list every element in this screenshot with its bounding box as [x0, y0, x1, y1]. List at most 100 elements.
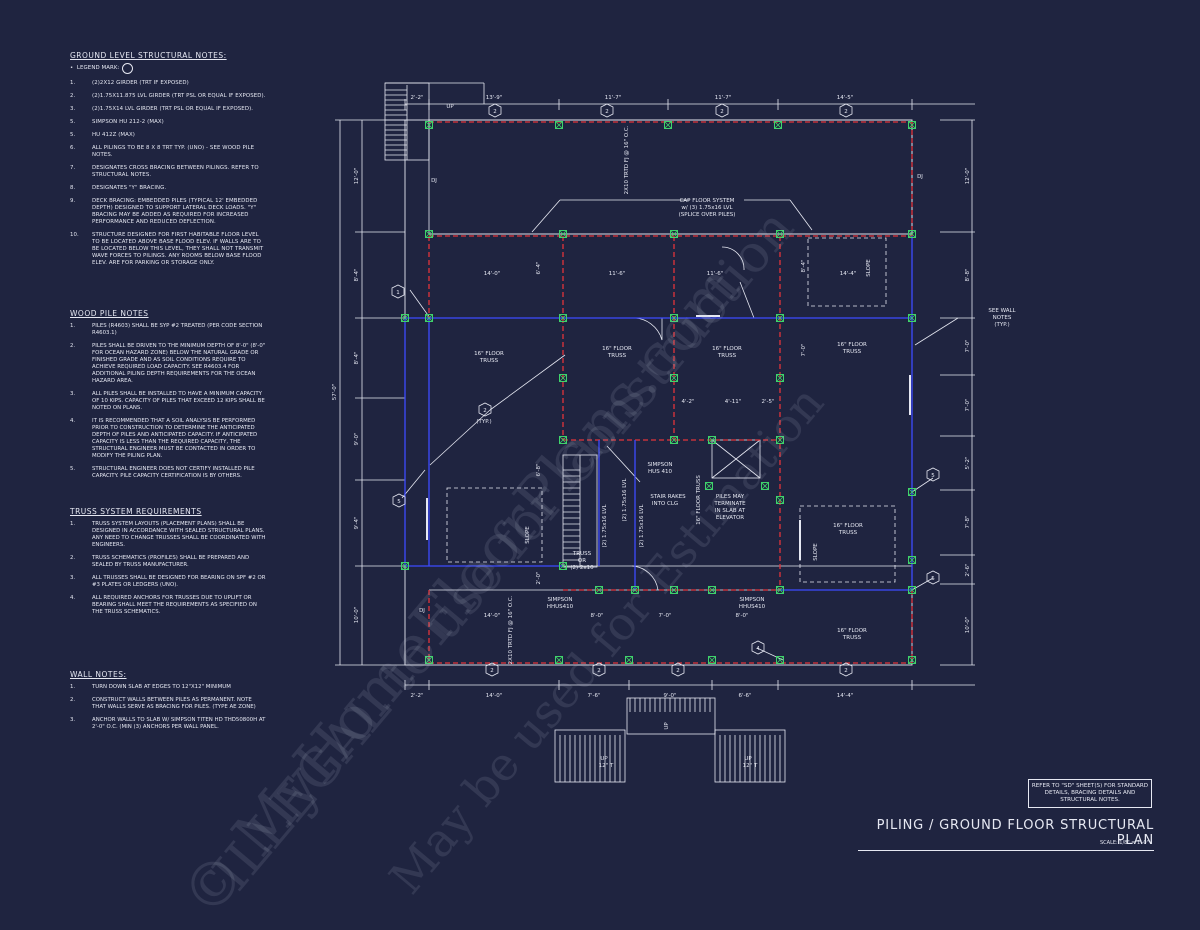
dim-left-1: 12'-0"	[354, 168, 360, 185]
plan-scale: SCALE: 1/8" = 1'-0"	[1100, 840, 1149, 846]
dim-top-4: 11'-7"	[715, 95, 732, 101]
ground-note-item-text: HU 412Z (MAX)	[92, 132, 135, 138]
legend-mark: • LEGEND MARK:	[70, 63, 267, 74]
pile-marker	[664, 121, 672, 129]
reference-note-box: REFER TO "SD" SHEET(S) FOR STANDARD DETA…	[1028, 779, 1152, 808]
dim-inner-11: 8'-0"	[735, 613, 748, 619]
wood-note-item-number: 4.	[70, 418, 76, 424]
ground-note-item-number: 10.	[70, 232, 79, 238]
tag-2f: 2	[597, 668, 601, 674]
tag-2i: 2	[483, 408, 487, 414]
simpson-hus-1: SIMPSON	[647, 462, 672, 468]
pile-marker	[776, 496, 784, 504]
dim-inner-14: 6'-4"	[536, 261, 542, 274]
dim-inner-8: 14'-0"	[484, 613, 501, 619]
tag-2d: 2	[844, 109, 848, 115]
wood-note-item-number: 3.	[70, 391, 76, 397]
wood-note-item: 4.IT IS RECOMMENDED THAT A SOIL ANALYSIS…	[62, 418, 267, 460]
wall-note-item-text: ANCHOR WALLS TO SLAB W/ SIMPSON TITEN HD…	[92, 717, 266, 730]
simpson-hhus-l-1: SIMPSON	[547, 597, 572, 603]
slope-label-b: SLOPE	[813, 543, 819, 561]
truss-notes-list: 1.TRUSS SYSTEM LAYOUTS (PLACEMENT PLANS)…	[62, 521, 267, 616]
tag-hex	[839, 103, 853, 118]
floor-truss-a: 16" FLOOR	[474, 351, 504, 357]
dim-bottom-3: 7'-6"	[587, 693, 600, 699]
dim-right-3: 7'-0"	[965, 339, 971, 352]
dim-bottom-5: 6'-6"	[738, 693, 751, 699]
pile-marker	[555, 656, 563, 664]
pile-marker	[401, 562, 409, 570]
ground-note-item-text: SIMPSON HU 212-2 (MAX)	[92, 119, 164, 125]
dim-right-8: 10'-0"	[965, 617, 971, 634]
pile-marker	[776, 436, 784, 444]
joist-label-bottom: 2X10 TRTD FJ @ 16" O.C.	[508, 595, 514, 664]
tag-2b: 2	[605, 109, 609, 115]
ground-note-item: 3.(2)1.75X14 LVL GIRDER (TRT PSL OR EQUA…	[62, 106, 267, 113]
dim-inner-2: 11'-6"	[609, 271, 626, 277]
truss-or-2: OR	[578, 558, 586, 564]
ground-level-notes: GROUND LEVEL STRUCTURAL NOTES: • LEGEND …	[62, 52, 267, 273]
dim-inner-9: 8'-0"	[590, 613, 603, 619]
piles-may-3: IN SLAB AT	[715, 508, 746, 514]
truss-note-item: 4. ALL REQUIRED ANCHORS FOR TRUSSES DUE T…	[62, 595, 267, 616]
dim-inner-6: 4'-11"	[725, 399, 742, 405]
ground-note-item-text: DECK BRACING: EMBEDDED PILES (TYPICAL 12…	[92, 198, 258, 225]
tag-2g: 2	[676, 668, 680, 674]
pile-marker	[708, 656, 716, 664]
pile-marker	[776, 656, 784, 664]
truss-system-notes: TRUSS SYSTEM REQUIREMENTS 1.TRUSS SYSTEM…	[62, 508, 267, 622]
wood-note-item: 5.STRUCTURAL ENGINEER DOES NOT CERTIFY I…	[62, 466, 267, 480]
floor-truss-d: 16" FLOOR	[837, 342, 867, 348]
pile-marker	[776, 374, 784, 382]
up-12-left: 12" T	[599, 763, 614, 769]
joist-label-top: 2X10 TRTD FJ @ 16" O.C.	[624, 125, 630, 194]
tag-hex	[485, 662, 499, 677]
truss-note-item-number: 2.	[70, 555, 76, 561]
dim-right-5: 5'-2"	[965, 456, 971, 469]
wall-note-item: 3.ANCHOR WALLS TO SLAB W/ SIMPSON TITEN …	[62, 717, 267, 731]
wall-notes: WALL NOTES: 1.TURN DOWN SLAB AT EDGES TO…	[62, 671, 267, 737]
lvl-label-b: (2) 1.75x16 LVL	[622, 478, 628, 522]
dim-right-7: 2'-6"	[965, 563, 971, 576]
wall-notes-title: WALL NOTES:	[70, 670, 127, 679]
slope-label-a: SLOPE	[525, 526, 531, 544]
pile-marker	[908, 556, 916, 564]
pile-marker	[595, 586, 603, 594]
tag-hex	[392, 493, 406, 508]
wood-notes-title: WOOD PILE NOTES	[70, 309, 149, 318]
dim-top-3: 11'-7"	[605, 95, 622, 101]
pile-marker	[776, 230, 784, 238]
wall-note-item-text: CONSTRUCT WALLS BETWEEN PILES AS PERMANE…	[92, 697, 256, 710]
ground-note-item: 10.STRUCTURE DESIGNED FOR FIRST HABITABL…	[62, 232, 267, 267]
ground-note-item: 7.DESIGNATES CROSS BRACING BETWEEN PILIN…	[62, 165, 267, 179]
typ-label: (TYP.)	[476, 419, 491, 425]
dj-label-right: DJ	[917, 174, 923, 180]
up-label-bottom: UP	[664, 722, 670, 730]
dim-left-2: 8'-4"	[354, 268, 360, 281]
tag-hex	[715, 103, 729, 118]
tag-hex	[926, 570, 940, 585]
ground-note-item: 5.SIMPSON HU 212-2 (MAX)	[62, 119, 267, 126]
wood-note-item-number: 1.	[70, 323, 76, 329]
truss-note-item-number: 4.	[70, 595, 76, 601]
wall-note-item: 2.CONSTRUCT WALLS BETWEEN PILES AS PERMA…	[62, 697, 267, 711]
piles-may-1: PILES MAY	[716, 494, 745, 500]
ground-note-item-text: ALL PILINGS TO BE 8 x 8 TRT TYP. (UNO) -…	[92, 145, 255, 158]
ground-note-item: 5.HU 412Z (MAX)	[62, 132, 267, 139]
pile-marker	[908, 586, 916, 594]
truss-a: TRUSS	[479, 358, 499, 364]
cap-floor-1: CAP FLOOR SYSTEM	[680, 198, 735, 204]
dj-label-bottom: DJ	[419, 608, 425, 614]
wall-note-item-number: 1.	[70, 684, 76, 690]
pile-marker	[670, 374, 678, 382]
truss-note-item-text: TRUSS SYSTEM LAYOUTS (PLACEMENT PLANS) S…	[92, 521, 266, 548]
ground-note-item-text: DESIGNATES CROSS BRACING BETWEEN PILINGS…	[92, 165, 259, 178]
tag-hex	[391, 284, 405, 299]
dim-inner-1: 14'-0"	[484, 271, 501, 277]
pile-marker	[670, 230, 678, 238]
truss-note-item-text: ALL REQUIRED ANCHORS FOR TRUSSES DUE TO …	[92, 595, 257, 615]
pile-marker	[908, 121, 916, 129]
pile-marker	[670, 586, 678, 594]
truss-c: TRUSS	[717, 353, 737, 359]
pile-marker	[425, 121, 433, 129]
